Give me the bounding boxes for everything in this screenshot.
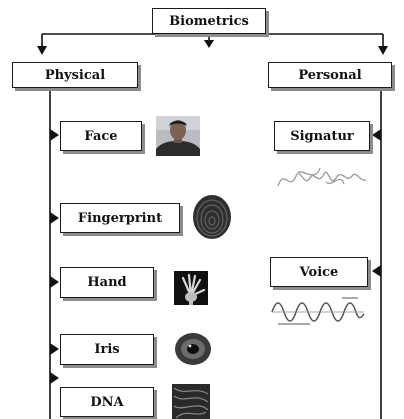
leaf-label-face: Face <box>84 128 118 144</box>
iris-image <box>175 333 211 365</box>
leaf-label-iris: Iris <box>94 342 120 357</box>
branch-node-physical: Physical <box>12 62 138 88</box>
face-photo-image <box>156 116 200 156</box>
leaf-node-voice: Voice <box>270 257 368 287</box>
dna-image <box>172 384 210 419</box>
root-label: Biometrics <box>169 13 249 29</box>
voice-waveform-image <box>271 297 365 325</box>
hand-xray-image <box>174 271 208 305</box>
leaf-label-dna: DNA <box>90 394 124 410</box>
leaf-label-hand: Hand <box>87 275 127 290</box>
root-node-biometrics: Biometrics <box>152 8 266 34</box>
leaf-node-face: Face <box>60 121 142 151</box>
leaf-node-dna: DNA <box>60 387 154 417</box>
branch-label-personal: Personal <box>298 67 362 83</box>
branch-node-personal: Personal <box>268 62 392 88</box>
branch-label-physical: Physical <box>44 67 106 83</box>
leaf-label-voice: Voice <box>299 264 339 280</box>
leaf-node-signature: Signatur <box>274 121 370 151</box>
leaf-label-fingerprint: Fingerprint <box>77 210 163 226</box>
leaf-node-hand: Hand <box>60 267 154 298</box>
leaf-node-fingerprint: Fingerprint <box>60 203 180 233</box>
signature-image <box>277 167 367 187</box>
leaf-label-signature: Signatur <box>290 128 354 144</box>
fingerprint-image <box>193 195 231 239</box>
leaf-node-iris: Iris <box>60 334 154 365</box>
